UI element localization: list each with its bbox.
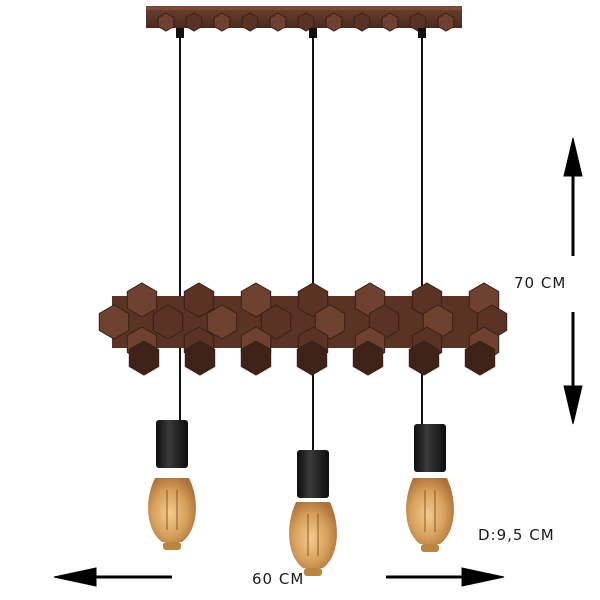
diameter-dimension-label: D:9,5 CM xyxy=(478,526,555,544)
hexagon-tile xyxy=(464,340,496,376)
hexagon-tile xyxy=(352,340,384,376)
hexagon-tile xyxy=(381,12,399,32)
hexagon-tile xyxy=(128,340,160,376)
hexagon-wood-bar xyxy=(98,282,508,376)
hexagon-tile xyxy=(152,304,184,340)
hexagon-tile xyxy=(269,12,287,32)
hexagon-tile xyxy=(98,304,130,340)
hexagon-tile xyxy=(184,340,216,376)
hexagon-tile xyxy=(240,282,272,318)
hexagon-tile xyxy=(296,340,328,376)
hexagon-tile xyxy=(241,12,259,32)
height-arrow xyxy=(563,137,583,425)
hexagon-tile xyxy=(325,12,343,32)
bulb-2 xyxy=(289,450,337,576)
hexagon-tile xyxy=(240,340,272,376)
hexagon-tile xyxy=(185,12,203,32)
hexagon-tile xyxy=(157,12,175,32)
ceiling-canopy xyxy=(146,6,462,32)
hexagon-tile xyxy=(260,304,292,340)
height-dimension-label: 70 CM xyxy=(514,274,567,292)
bulb-3 xyxy=(406,424,454,552)
hexagon-tile xyxy=(206,304,238,340)
hexagon-tile xyxy=(353,12,371,32)
hexagon-tile xyxy=(126,282,158,318)
hexagon-tile xyxy=(408,340,440,376)
hexagon-tile xyxy=(213,12,231,32)
hexagon-tile xyxy=(437,12,455,32)
hexagon-tile xyxy=(183,282,215,318)
width-dimension-label: 60 CM xyxy=(252,570,305,588)
bulb-1 xyxy=(148,420,196,550)
hexagon-tile xyxy=(297,282,329,318)
hexagon-tile xyxy=(297,12,315,32)
suspension-cords xyxy=(176,28,426,450)
width-arrow xyxy=(53,567,505,587)
hexagon-tile xyxy=(314,304,346,340)
